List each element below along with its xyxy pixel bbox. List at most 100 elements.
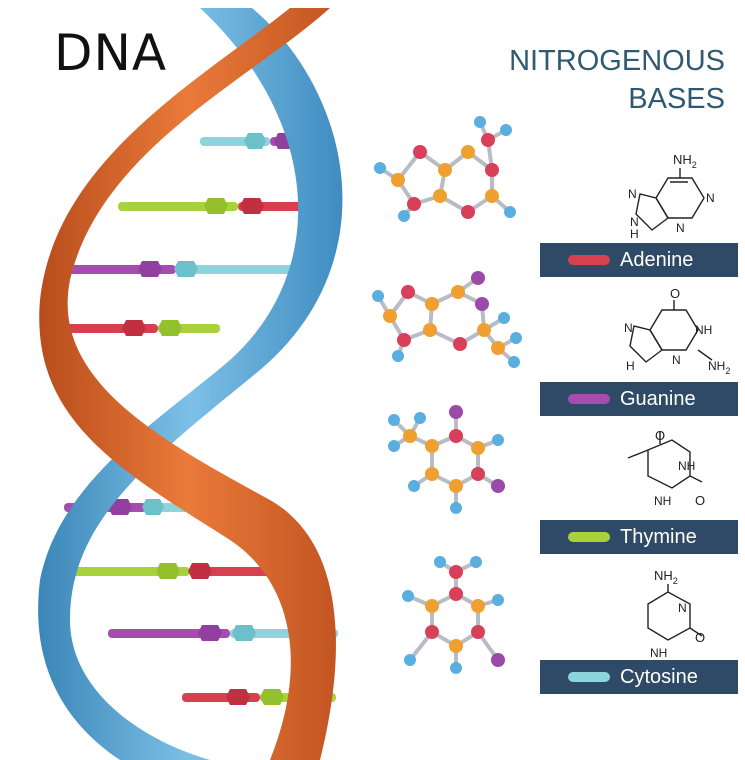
atom	[500, 124, 512, 136]
cytosine-label: Cytosine	[540, 660, 738, 694]
thymine-label: Thymine	[540, 520, 738, 554]
atom	[414, 412, 426, 424]
atom	[449, 479, 463, 493]
atom	[449, 405, 463, 419]
guanine-label-text: Guanine	[620, 388, 696, 410]
atom	[474, 116, 486, 128]
atom	[404, 654, 416, 666]
atom	[401, 285, 415, 299]
atom	[498, 312, 510, 324]
adenine-molecule	[374, 116, 516, 222]
thymine-molecule	[388, 405, 505, 514]
rung-4	[62, 320, 220, 336]
atom	[434, 556, 446, 568]
cytosine-molecule	[402, 556, 505, 674]
heading-line-2: BASES	[628, 83, 725, 115]
thymine-nh-text-1: NH	[678, 459, 695, 473]
adenine-n-text-2: N	[706, 191, 715, 205]
adenine-n-text-4: N	[630, 215, 639, 229]
cytosine-formula	[647, 584, 703, 641]
atom	[461, 145, 475, 159]
thymine-o-text-2: O	[695, 493, 705, 508]
atom	[492, 594, 504, 606]
atom	[449, 565, 463, 579]
thymine-formula	[627, 432, 703, 489]
atom	[372, 290, 384, 302]
atom	[461, 205, 475, 219]
heading-line-1: NITROGENOUS	[509, 45, 725, 77]
atom	[425, 467, 439, 481]
atom	[485, 189, 499, 203]
cytosine-nh2-text: NH2	[654, 568, 678, 586]
atom	[453, 337, 467, 351]
atom	[491, 341, 505, 355]
atom	[491, 653, 505, 667]
atom	[475, 297, 489, 311]
orange-strand	[39, 8, 336, 760]
thymine-swatch	[568, 532, 610, 542]
atom	[388, 440, 400, 452]
guanine-n-text-1: N	[624, 321, 633, 335]
adenine-swatch	[568, 255, 610, 265]
atom	[425, 599, 439, 613]
guanine-molecule	[372, 271, 522, 368]
thymine-label-text: Thymine	[620, 526, 697, 548]
cytosine-label-text: Cytosine	[620, 666, 698, 688]
molecule-models	[372, 116, 522, 674]
adenine-label-text: Adenine	[620, 249, 694, 271]
atom	[425, 439, 439, 453]
atom	[408, 480, 420, 492]
atom	[471, 467, 485, 481]
atom	[471, 599, 485, 613]
guanine-n-text-2: N	[672, 353, 681, 367]
guanine-h-text: H	[626, 359, 635, 373]
guanine-formula	[629, 300, 713, 363]
rung-3	[66, 261, 294, 277]
atom	[392, 350, 404, 362]
nitrogenous-bases-heading: NITROGENOUS BASES	[509, 42, 725, 118]
adenine-label: Adenine	[540, 243, 738, 277]
adenine-n-text-3: N	[676, 221, 685, 235]
atom	[481, 133, 495, 147]
adenine-h-text: H	[630, 227, 639, 241]
atom	[449, 587, 463, 601]
guanine-nh2-text: NH2	[708, 359, 730, 376]
atom	[451, 285, 465, 299]
atom	[402, 590, 414, 602]
atom	[471, 271, 485, 285]
atom	[425, 625, 439, 639]
atom	[449, 639, 463, 653]
atom	[477, 323, 491, 337]
adenine-nh2-text: NH2	[673, 152, 697, 170]
guanine-nh-text: NH	[695, 323, 712, 337]
adenine-formula	[635, 168, 705, 231]
atom	[450, 502, 462, 514]
atom	[470, 556, 482, 568]
base-pair-rungs	[62, 133, 338, 705]
adenine-n-text-1: N	[628, 187, 637, 201]
guanine-swatch	[568, 394, 610, 404]
atom	[397, 333, 411, 347]
atom	[391, 173, 405, 187]
atom	[423, 323, 437, 337]
atom	[438, 163, 452, 177]
atom	[433, 189, 447, 203]
atom	[413, 145, 427, 159]
atom	[450, 662, 462, 674]
atom	[485, 163, 499, 177]
cytosine-nh-text: NH	[650, 646, 667, 660]
cytosine-o-text: O	[695, 630, 705, 645]
blue-strand	[38, 8, 343, 760]
atom	[388, 414, 400, 426]
atom	[383, 309, 397, 323]
cytosine-n-text: N	[678, 601, 687, 615]
atom	[425, 297, 439, 311]
atom	[508, 356, 520, 368]
atom	[471, 625, 485, 639]
thymine-nh-text-2: NH	[654, 494, 671, 508]
atom	[403, 429, 417, 443]
atom	[398, 210, 410, 222]
atom	[491, 479, 505, 493]
